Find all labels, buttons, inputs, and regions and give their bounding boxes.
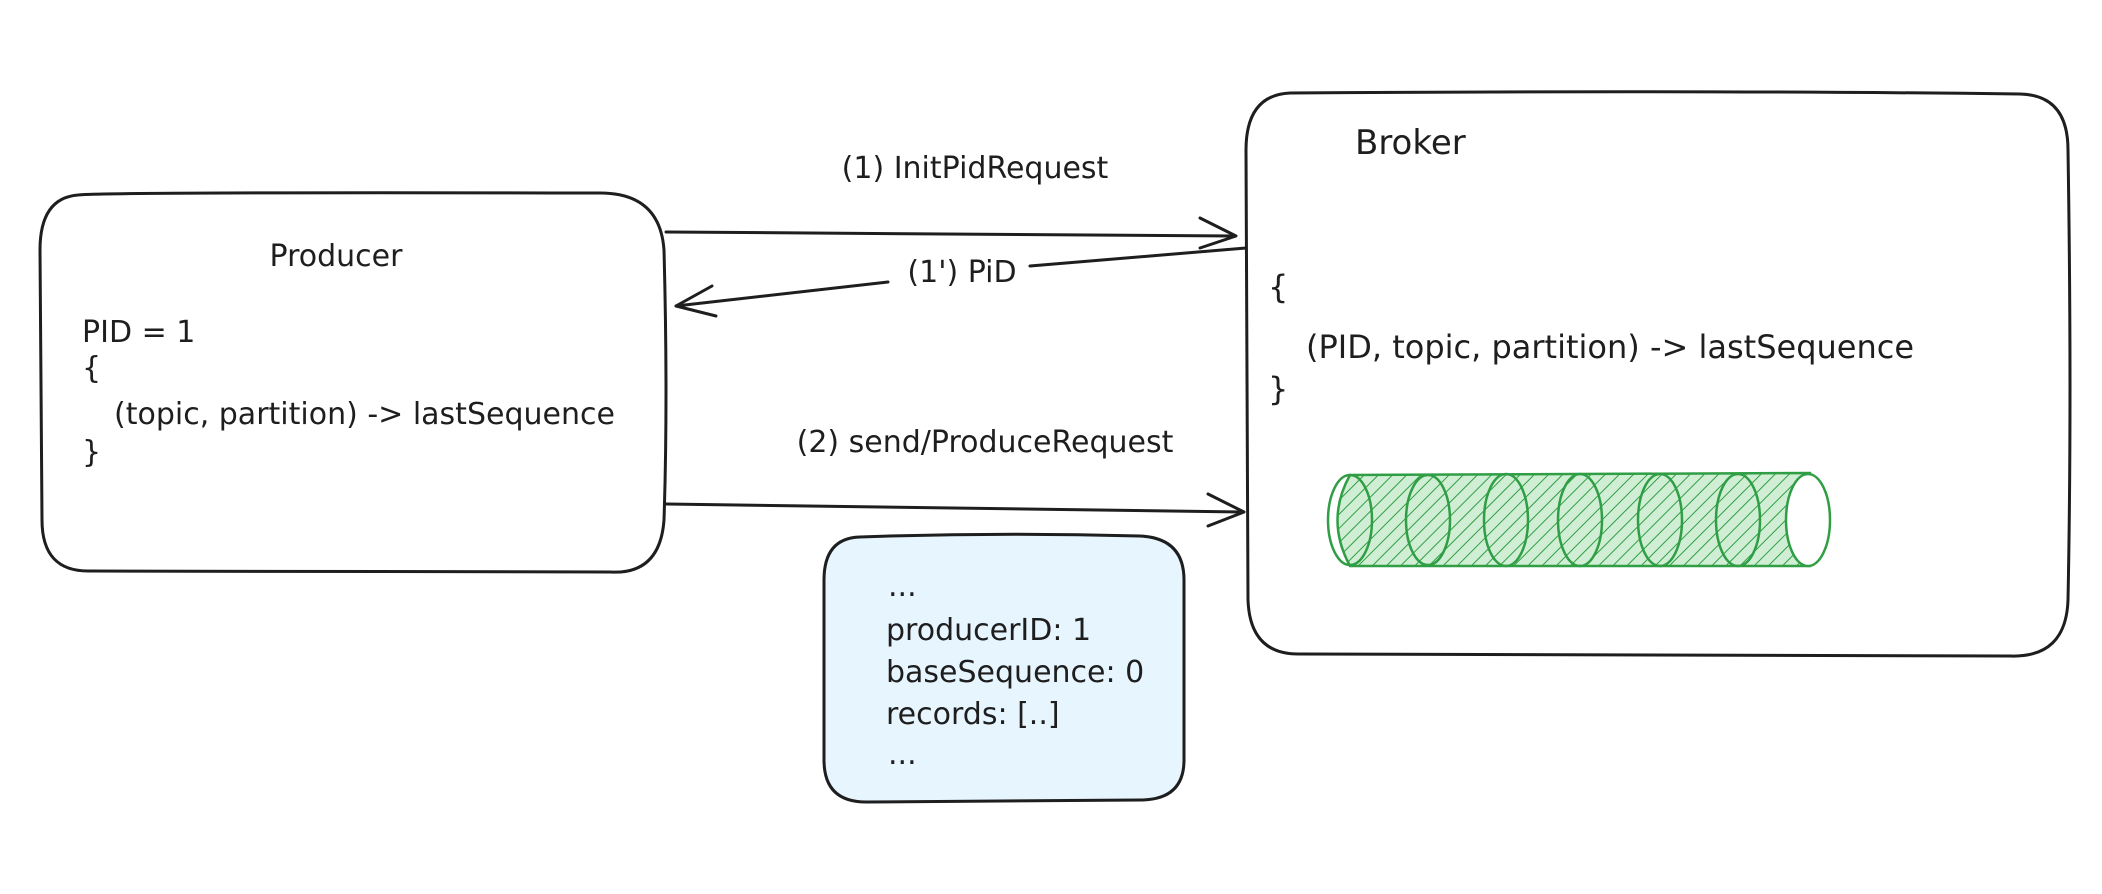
init-pid-label: (1) InitPidRequest xyxy=(842,151,1109,186)
producer-box xyxy=(38,191,668,574)
produce-request-arrowhead-icon xyxy=(1206,492,1246,528)
producer-node[interactable]: Producer PID = 1 { (topic, partition) ->… xyxy=(38,191,668,574)
producer-line-4: } xyxy=(82,435,101,470)
broker-title: Broker xyxy=(1355,123,1466,163)
payload-line-1: ... xyxy=(888,569,917,604)
payload-line-5: ... xyxy=(888,737,917,772)
payload-line-2: producerID: 1 xyxy=(886,613,1091,648)
cylinder-log-icon xyxy=(1326,471,1832,568)
pid-reply-label: (1') PiD xyxy=(907,255,1016,290)
pid-reply-arrowhead-icon xyxy=(674,284,718,318)
producer-title: Producer xyxy=(270,239,404,274)
broker-node[interactable]: Broker { (PID, topic, partition) -> last… xyxy=(1244,90,2072,658)
broker-line-1: { xyxy=(1268,268,1288,306)
pid-reply-arrow[interactable]: (1') PiD xyxy=(674,246,1248,318)
producer-line-2: { xyxy=(82,351,101,386)
broker-line-2: (PID, topic, partition) -> lastSequence xyxy=(1306,328,1914,366)
init-pid-arrow[interactable]: (1) InitPidRequest xyxy=(664,151,1238,250)
payload-line-4: records: [..] xyxy=(886,697,1060,732)
payload-line-3: baseSequence: 0 xyxy=(886,655,1144,690)
broker-line-3: } xyxy=(1268,370,1288,408)
init-pid-arrow-line xyxy=(664,230,1236,238)
broker-box xyxy=(1244,90,2072,658)
request-payload-note[interactable]: ... producerID: 1 baseSequence: 0 record… xyxy=(822,532,1186,804)
produce-request-arrow-line xyxy=(664,502,1244,514)
init-pid-arrowhead-icon xyxy=(1198,216,1238,250)
pid-reply-arrow-line-a xyxy=(1028,246,1248,268)
producer-line-3: (topic, partition) -> lastSequence xyxy=(114,397,615,432)
producer-line-1: PID = 1 xyxy=(82,315,195,350)
produce-request-arrow[interactable]: (2) send/ProduceRequest xyxy=(664,425,1246,528)
payload-box xyxy=(822,532,1186,804)
pid-reply-arrow-line-b xyxy=(674,280,890,308)
produce-request-label: (2) send/ProduceRequest xyxy=(797,425,1174,460)
